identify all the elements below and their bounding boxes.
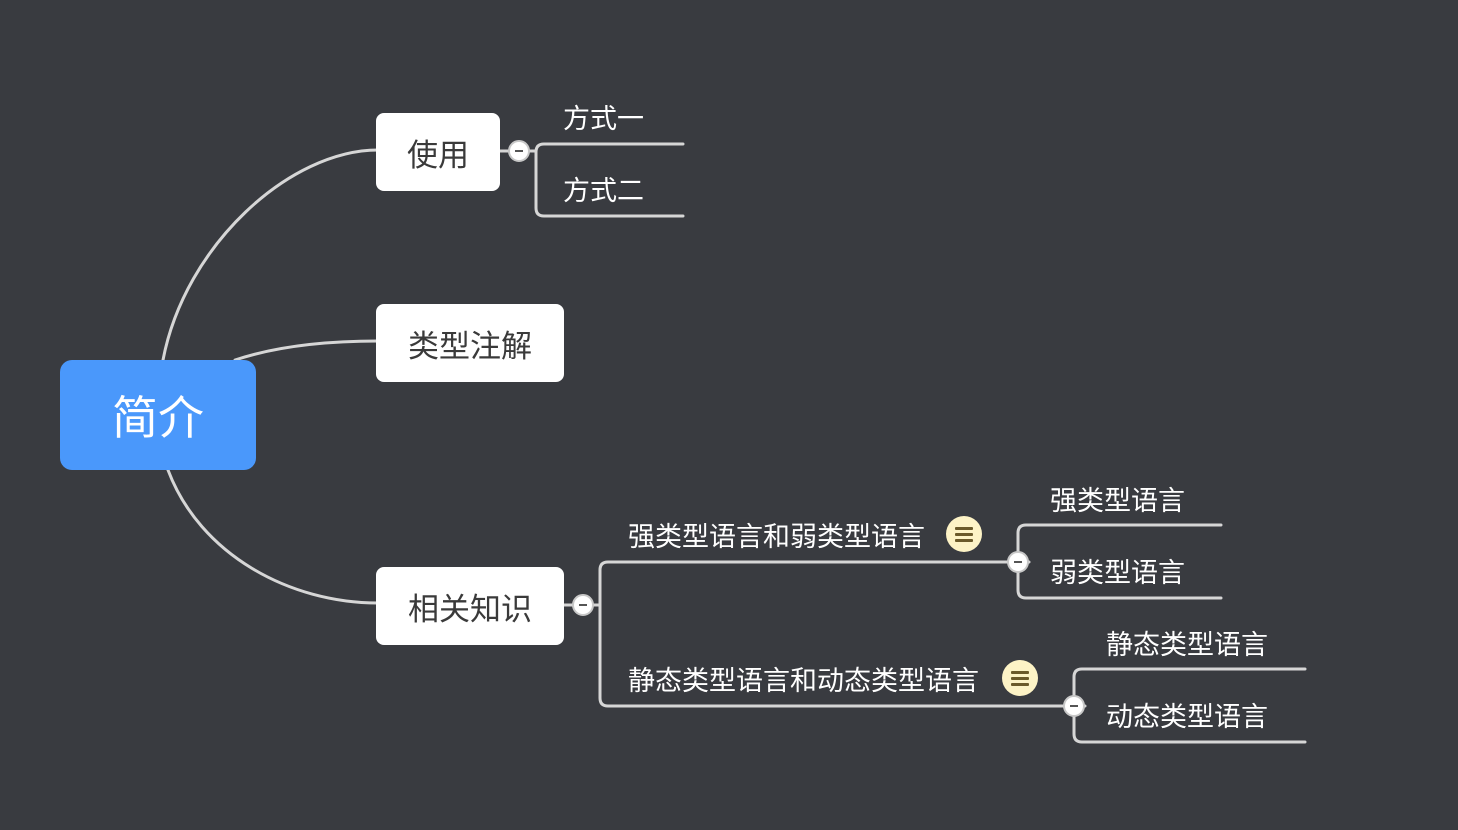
subtopic-static-typed[interactable]: 静态类型语言 (1106, 629, 1268, 661)
connector-root-type (233, 339, 380, 362)
topic-type-annotation[interactable]: 类型注解 (376, 304, 564, 382)
collapse-static-dynamic-icon[interactable] (1063, 695, 1085, 717)
subtopic-dynamic-typed[interactable]: 动态类型语言 (1106, 701, 1268, 733)
root-node[interactable]: 简介 (60, 360, 256, 470)
collapse-related-icon[interactable] (572, 594, 594, 616)
subtopic-strong-typed[interactable]: 强类型语言 (1050, 485, 1185, 517)
subtopic-strong-weak[interactable]: 强类型语言和弱类型语言 (628, 521, 925, 553)
collapse-usage-icon[interactable] (508, 140, 530, 162)
connector-root-related (166, 468, 380, 605)
note-static-dynamic-icon[interactable] (1002, 660, 1038, 696)
subtopic-method-two[interactable]: 方式二 (563, 175, 644, 207)
subtopic-weak-typed[interactable]: 弱类型语言 (1050, 557, 1185, 589)
subtopic-static-dynamic[interactable]: 静态类型语言和动态类型语言 (628, 665, 979, 697)
connector-sd-bracket (1072, 667, 1307, 744)
topic-related-knowledge[interactable]: 相关知识 (376, 567, 564, 645)
subtopic-method-one[interactable]: 方式一 (563, 103, 644, 135)
collapse-strong-weak-icon[interactable] (1007, 551, 1029, 573)
connector-sw-bracket (1016, 523, 1223, 600)
note-strong-weak-icon[interactable] (946, 516, 982, 552)
topic-usage[interactable]: 使用 (376, 113, 500, 191)
connector-root-usage (161, 148, 380, 362)
